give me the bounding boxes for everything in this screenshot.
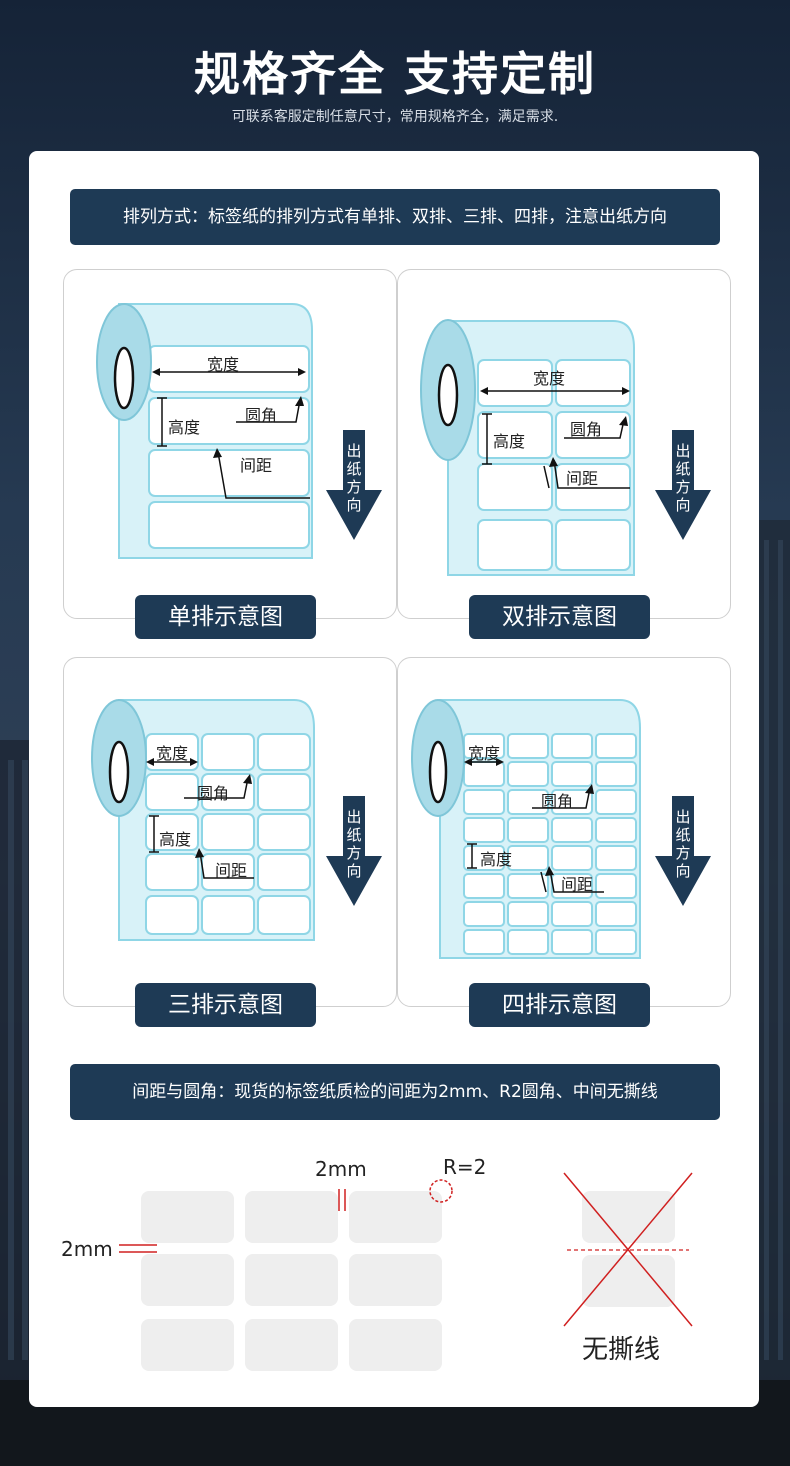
corner-annotation: 圆角 [245,406,278,425]
single-row-roll-illustration [96,303,313,559]
arrangement-banner: 排列方式：标签纸的排列方式有单排、双排、三排、四排，注意出纸方向 [70,189,720,245]
quad-row-label: 四排示意图 [469,983,650,1027]
page-title: 规格齐全 支持定制 [193,47,596,101]
panel-triple-row: 宽度 高度 圆角 间距 出纸方向 三排示意图 [63,657,397,1027]
content-card: 排列方式：标签纸的排列方式有单排、双排、三排、四排，注意出纸方向 宽度 高度 圆… [29,151,759,1407]
spacing-diagram: 2mm 2mm R=2 无撕线 [29,1141,759,1381]
page-subtitle: 可联系客服定制任意尺寸，常用规格齐全，满足需求. [231,109,559,125]
double-row-label: 双排示意图 [469,595,650,639]
panel-quad-row: 宽度 高度 圆角 间距 出纸方向 四排示意图 [397,657,731,1027]
width-annotation: 宽度 [207,355,240,374]
triple-row-roll-illustration [91,699,315,941]
feed-direction-label: 出纸方向 [675,442,691,514]
vertical-gap-label: 2mm [61,1237,113,1261]
horizontal-gap-label: 2mm [315,1157,367,1181]
corner-annotation: 圆角 [570,420,603,439]
corner-annotation: 圆角 [197,784,230,803]
header: 规格齐全 支持定制 可联系客服定制任意尺寸，常用规格齐全，满足需求. [0,0,790,150]
panel-double-row: 宽度 高度 圆角 间距 出纸方向 双排示意图 [397,269,731,639]
no-tear-line-label: 无撕线 [582,1335,661,1365]
width-annotation: 宽度 [156,744,189,763]
height-annotation: 高度 [493,432,526,451]
width-annotation: 宽度 [468,744,501,763]
spacing-annotation: 间距 [240,456,273,475]
spacing-annotation: 间距 [566,469,599,488]
quad-row-roll-illustration [411,699,641,959]
spacing-corner-banner: 间距与圆角：现货的标签纸质检的间距为2mm、R2圆角、中间无撕线 [70,1064,720,1120]
height-annotation: 高度 [480,850,513,869]
panel-single-row: 宽度 高度 圆角 间距 出纸方向 单排示意图 [63,269,397,639]
feed-direction-label: 出纸方向 [346,808,362,880]
feed-direction-arrow-icon [655,796,711,906]
feed-direction-arrow-icon [655,430,711,540]
feed-direction-arrow-icon [326,430,382,540]
triple-row-label: 三排示意图 [135,983,316,1027]
spacing-annotation: 间距 [561,875,594,894]
corner-radius-label: R=2 [443,1155,487,1179]
feed-direction-label: 出纸方向 [675,808,691,880]
spacing-annotation: 间距 [215,861,248,880]
corner-annotation: 圆角 [541,792,574,811]
double-row-roll-illustration [420,319,635,576]
feed-direction-arrow-icon [326,796,382,906]
feed-direction-label: 出纸方向 [346,442,362,514]
single-row-label: 单排示意图 [135,595,316,639]
label-grid-illustration [119,1172,693,1371]
height-annotation: 高度 [168,418,201,437]
width-annotation: 宽度 [533,369,566,388]
height-annotation: 高度 [159,830,192,849]
